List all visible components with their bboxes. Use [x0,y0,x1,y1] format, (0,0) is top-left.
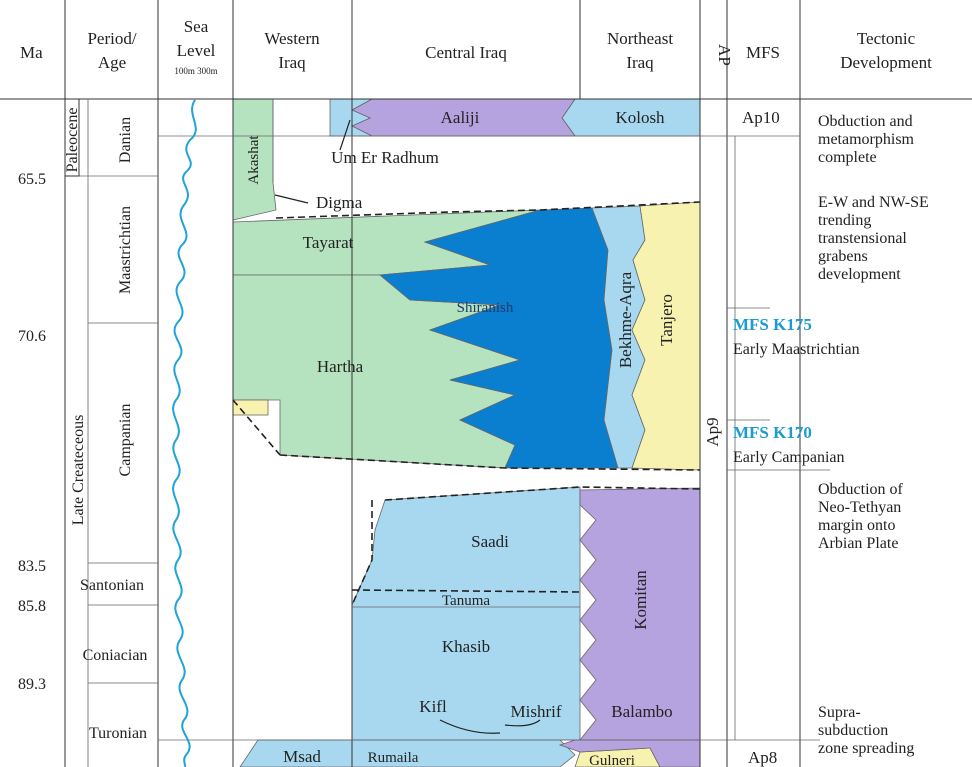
western-yellow-box [232,399,269,416]
tectonic-neo-3: margin onto [818,517,895,534]
label-rumaila: Rumaila [368,750,419,766]
label-aaliji: Aaliji [441,108,480,127]
period-late-cretaceous: Late Createceous [70,415,87,526]
digma-pointer [274,194,309,204]
label-balambo: Balambo [611,702,672,721]
tectonic-neo-2: Neo-Tethyan [818,499,901,516]
tectonic-neo-4: Arbian Plate [818,535,898,552]
tectonic-grabens-3: transtensional [818,230,907,247]
label-ap10: Ap10 [742,108,780,127]
sea-level-curve [172,99,197,767]
label-saadi: Saadi [471,532,509,551]
age-turonian: Turonian [89,725,147,742]
tectonic-grabens-4: grabens [818,248,868,265]
header-period-line1: Period/ [87,29,136,48]
tectonic-obduction-1: Obduction and [818,113,913,130]
header-northeast-line1: Northeast [607,29,673,48]
header-ma: Ma [20,43,43,62]
mfs-k170-note: Early Campanian [733,449,845,466]
age-campanian: Campanian [117,404,134,477]
label-bekhme-aqra: Bekhme-Aqra [616,271,635,368]
label-ap9: Ap9 [703,417,722,446]
tectonic-neo-1: Obduction of [818,481,904,498]
header-period-line2: Age [98,53,126,72]
kifl-lens [439,719,501,734]
um-er-radhum-pointer [339,119,351,151]
age-santonian: Santonian [80,577,144,594]
ma-tick: 85.8 [18,598,46,615]
mfs-k175-label: MFS K175 [733,315,812,334]
mishrif-pointer [504,719,541,727]
label-digma: Digma [316,193,363,212]
mfs-k170-label: MFS K170 [733,423,812,442]
label-gulneri: Gulneri [589,753,635,767]
age-coniacian: Coniacian [83,647,148,664]
label-tanjero: Tanjero [657,294,676,346]
header-tectonic-line2: Development [840,53,932,72]
period-paleocene: Paleocene [64,108,81,173]
unconformities [232,201,701,606]
label-hartha: Hartha [317,357,364,376]
tectonic-supra-1: Supra- [818,704,861,721]
label-komitan: Komitan [631,570,650,630]
ma-tick: 65.5 [18,171,46,188]
tectonic-supra-2: subduction [818,722,888,739]
paleocene-box [64,98,80,177]
header-western-line1: Western [264,29,320,48]
label-ap8: Ap8 [748,748,777,767]
header-ap: AP [715,44,734,66]
label-kifl: Kifl [419,697,447,716]
age-danian: Danian [117,117,134,163]
tectonic-column: Obduction and metamorphism complete E-W … [818,113,929,757]
tectonic-grabens-1: E-W and NW-SE [818,194,929,211]
formation-fills [232,98,701,767]
header-row: Ma Period/ Age Sea Level 100m 300m Weste… [20,17,932,76]
label-khasib: Khasib [442,637,490,656]
label-tayarat: Tayarat [303,233,354,252]
pointer-lines [274,119,541,734]
label-akashat: Akashat [246,135,262,185]
tectonic-supra-3: zone spreading [818,740,914,757]
ap-column: Ap10 Ap9 Ap8 [703,108,780,767]
tectonic-obduction-2: metamorphism [818,131,915,148]
header-sea-line1: Sea [184,17,209,36]
header-mfs: MFS [746,43,780,62]
header-sea-scale: 100m 300m [174,66,217,76]
header-western-line2: Iraq [278,53,306,72]
label-msad: Msad [283,747,321,766]
header-sea-line2: Level [177,41,216,60]
tectonic-grabens-2: trending [818,212,871,229]
period-age-column: Paleocene Late Createceous Danian Maastr… [64,98,148,742]
header-northeast-line2: Iraq [626,53,654,72]
ma-tick: 83.5 [18,558,46,575]
mfs-column: MFS K175 Early Maastrichtian MFS K170 Ea… [733,315,860,466]
tectonic-grabens-5: development [818,266,901,283]
age-maastrichtian: Maastrichtian [117,206,134,294]
label-kolosh: Kolosh [615,108,665,127]
ma-tick: 70.6 [18,328,46,345]
label-tanuma: Tanuma [442,593,490,609]
ma-tick: 89.3 [18,676,46,693]
label-um-er-radhum: Um Er Radhum [331,148,439,167]
header-central: Central Iraq [425,43,507,62]
header-tectonic-line1: Tectonic [857,29,916,48]
formation-labels: Aaliji Kolosh Um Er Radhum Akashat Digma… [246,108,676,767]
label-mishrif: Mishrif [511,702,562,721]
ma-scale: 65.5 70.6 83.5 85.8 89.3 [18,171,46,693]
label-shiranish: Shiranish [457,300,514,316]
mfs-k175-note: Early Maastrichtian [733,341,860,358]
tectonic-obduction-3: complete [818,149,877,166]
